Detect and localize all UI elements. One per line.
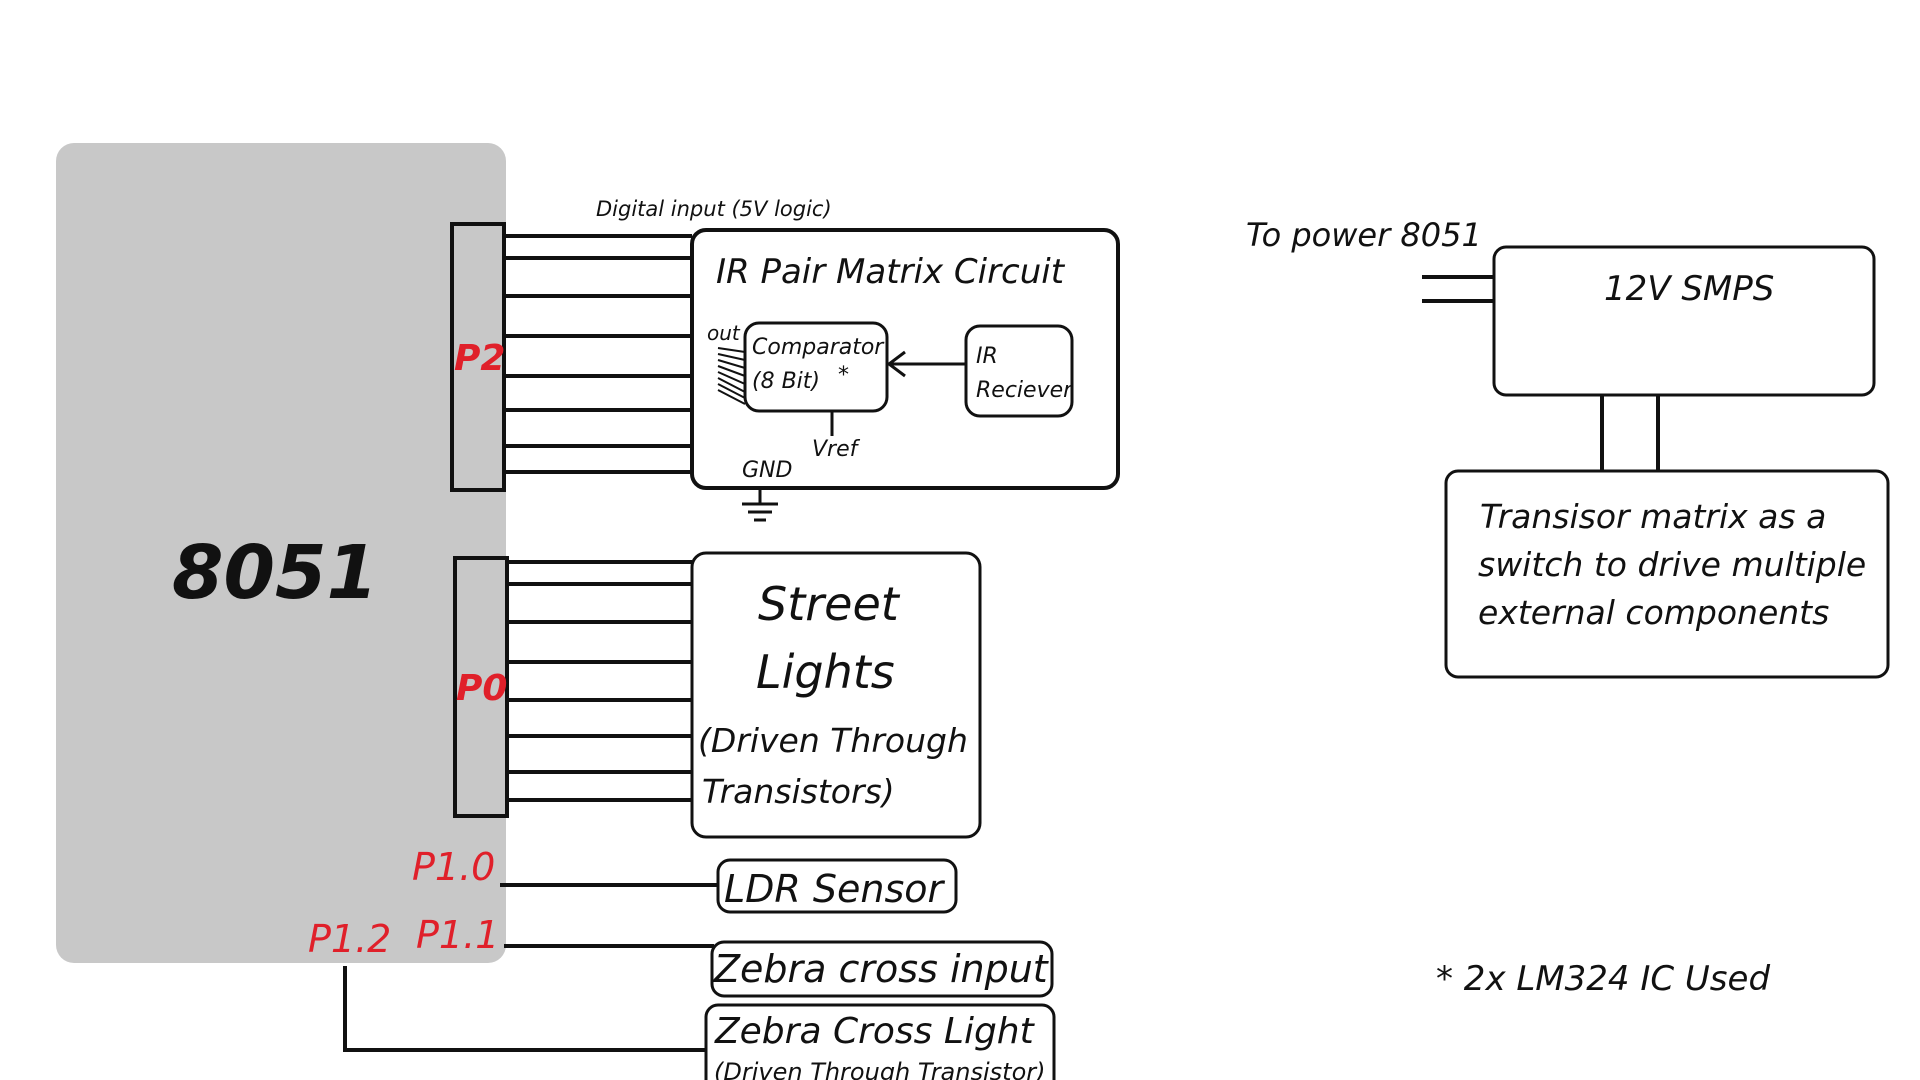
gnd-label: GND <box>742 458 792 483</box>
port-p2-label: P2 <box>454 338 505 379</box>
digital-input-label: Digital input (5V logic) <box>596 197 832 221</box>
comparator-label-line2: (8 Bit) <box>752 369 820 394</box>
transistor-matrix-line2: switch to drive multiple <box>1478 545 1866 584</box>
power-wire-label: To power 8051 <box>1246 216 1482 254</box>
ir-receiver-label-line1: IR <box>976 344 998 369</box>
receiver-arrow-icon <box>886 350 906 378</box>
port-p1-2-label: P1.2 <box>308 917 391 961</box>
street-lights-line1: Street <box>758 577 901 631</box>
power-output-wires <box>1422 275 1494 303</box>
ground-symbol-icon <box>742 488 778 522</box>
street-lights-line2: Lights <box>756 645 895 699</box>
zebra-input-label: Zebra cross input <box>713 947 1050 991</box>
transistor-matrix-line1: Transisor matrix as a <box>1480 497 1826 536</box>
ir-matrix-title: IR Pair Matrix Circuit <box>716 252 1066 292</box>
ir-receiver-box <box>964 324 1074 418</box>
p0-bus-wires <box>507 560 692 802</box>
street-lights-line4: Transistors) <box>702 772 895 811</box>
zebra-light-block <box>704 1003 1056 1080</box>
port-p1-1-label: P1.1 <box>416 913 499 957</box>
ir-receiver-label-line2: Reciever <box>976 378 1074 403</box>
port-p1-0-label: P1.0 <box>412 845 495 889</box>
lm324-footnote: * 2x LM324 IC Used <box>1436 959 1770 999</box>
transistor-matrix-block <box>1444 469 1890 679</box>
out-label: out <box>707 321 741 345</box>
street-lights-block <box>690 551 982 839</box>
comparator-label-line1: Comparator <box>752 335 885 360</box>
p1-2-to-zebra-light-wire <box>343 966 708 1052</box>
ir-matrix-block <box>690 228 1120 490</box>
zebra-input-block <box>710 940 1054 998</box>
comparator-star: * <box>838 363 849 388</box>
street-lights-line3: (Driven Through <box>698 721 968 760</box>
p2-bus-wires <box>504 234 692 474</box>
vref-label: Vref <box>812 437 861 462</box>
smps-12v-label: 12V SMPS <box>1604 269 1774 309</box>
port-p0-label: P0 <box>456 668 507 709</box>
transistor-matrix-line3: external components <box>1478 593 1829 632</box>
port-p2-header <box>450 222 506 492</box>
smps-to-transistor-wires <box>1600 395 1660 473</box>
comparator-output-pins <box>717 347 746 405</box>
mcu-8051-label: 8051 <box>172 530 378 616</box>
zebra-light-line1: Zebra Cross Light <box>714 1011 1036 1052</box>
ldr-sensor-label: LDR Sensor <box>724 867 946 911</box>
port-p0-header <box>453 556 509 818</box>
zebra-light-line2: (Driven Through Transistor) <box>714 1058 1045 1080</box>
mcu-8051-body <box>56 143 506 963</box>
ldr-sensor-block <box>716 858 958 914</box>
smps-12v-block <box>1492 245 1876 397</box>
